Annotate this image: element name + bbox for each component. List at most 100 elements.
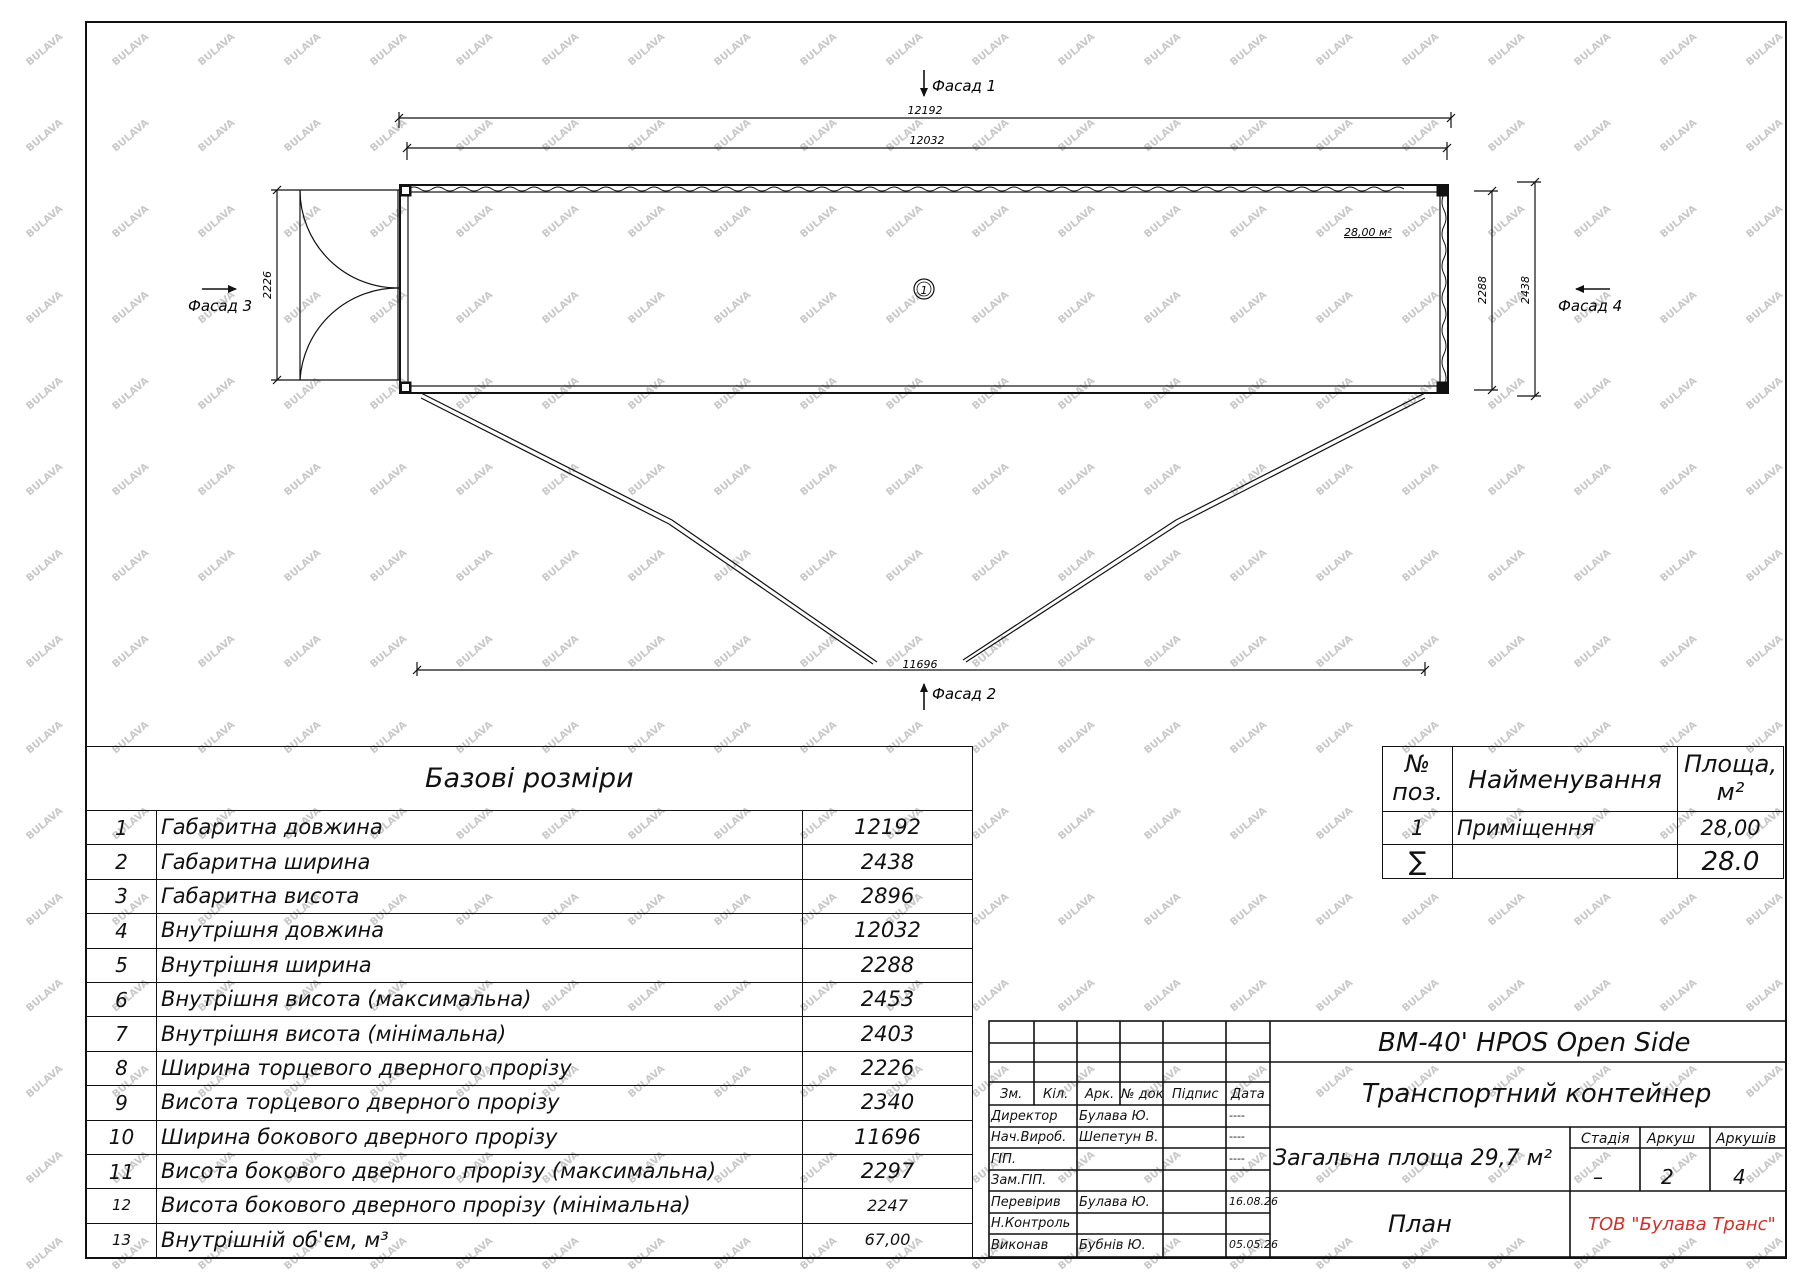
stamp-drawing-name: План — [1388, 1210, 1452, 1238]
row-number: 5 — [86, 947, 157, 983]
facade-2-label: Фасад 2 — [932, 685, 996, 703]
end-door-swing — [299, 189, 401, 381]
rooms-total-empty — [1452, 844, 1678, 879]
stamp-col-kil: Кіл. — [1043, 1087, 1069, 1102]
stamp-object: Транспортний контейнер — [1362, 1079, 1712, 1109]
stamp-col-doc: № док — [1121, 1087, 1164, 1102]
stamp-col-sign: Підпис — [1172, 1087, 1219, 1102]
room-marker-inner — [916, 281, 932, 297]
stamp-person-role: Директор — [991, 1109, 1058, 1124]
stamp-col-date: Дата — [1231, 1087, 1265, 1102]
room-area-label: 28,00 м² — [1344, 226, 1392, 239]
row-name: Висота торцевого дверного прорізу — [156, 1085, 803, 1121]
dimension-end-door — [271, 185, 300, 385]
room-area: 28,00 — [1677, 811, 1784, 845]
stamp-sheets-label: Аркушів — [1716, 1131, 1777, 1147]
dimension-inner-length — [402, 142, 1452, 160]
stamp-person-date: ---- — [1229, 1109, 1245, 1122]
facade-2-arrow — [920, 683, 928, 710]
stamp-person-date: ---- — [1229, 1130, 1245, 1143]
table-row-total: ∑ 28.0 — [1382, 844, 1784, 879]
row-name: Внутрішня ширина — [156, 947, 803, 983]
row-name: Внутрішній об'єм, м³ — [156, 1222, 803, 1259]
stamp-stage: – — [1593, 1165, 1603, 1189]
stamp-person-date: 05.05.26 — [1229, 1238, 1278, 1251]
row-number: 7 — [86, 1016, 157, 1052]
facade-1-label: Фасад 1 — [932, 77, 996, 95]
row-number: 9 — [86, 1085, 157, 1121]
row-value: 2247 — [801, 1188, 974, 1224]
title-block — [988, 1020, 1787, 1258]
row-value: 2340 — [801, 1085, 974, 1121]
room-name: Приміщення — [1452, 811, 1678, 845]
dimension-end-door-value: 2226 — [261, 271, 274, 299]
row-name: Габаритна висота — [156, 878, 803, 915]
facade-3-label: Фасад 3 — [188, 297, 252, 315]
stamp-person-role: Н.Контроль — [991, 1216, 1071, 1231]
stamp-company: ТОВ "Булава Транс" — [1588, 1214, 1776, 1235]
side-door-panels — [420, 392, 1426, 665]
dimension-overall-width — [1517, 177, 1541, 401]
stamp-person-role: Зам.ГІП. — [991, 1173, 1047, 1188]
stamp-person-role: ГІП. — [991, 1152, 1016, 1167]
rooms-header-name: Найменування — [1452, 746, 1678, 812]
stamp-person-name: Шепетун В. — [1079, 1130, 1159, 1145]
row-number: 1 — [86, 809, 157, 846]
stamp-person-role: Перевірив — [991, 1195, 1061, 1210]
rooms-total-area: 28.0 — [1677, 844, 1784, 879]
row-number: 8 — [86, 1050, 157, 1087]
row-value: 12032 — [801, 913, 974, 949]
facade-4-label: Фасад 4 — [1558, 297, 1622, 315]
rooms-header-area: Площа, м² — [1677, 746, 1784, 812]
stamp-person-name: Булава Ю. — [1079, 1195, 1150, 1210]
stamp-total-area: Загальна площа 29,7 м² — [1273, 1146, 1553, 1171]
row-number: 10 — [86, 1119, 157, 1155]
row-number: 12 — [86, 1188, 157, 1224]
stamp-person-date: ---- — [1229, 1152, 1245, 1165]
row-name: Внутрішня довжина — [156, 913, 803, 949]
stamp-sheet-label: Аркуш — [1647, 1131, 1696, 1147]
facade-3-arrow — [202, 285, 237, 293]
row-number: 3 — [86, 878, 157, 915]
dimension-inner-length-value: 12032 — [910, 134, 945, 147]
row-value: 67,00 — [801, 1222, 974, 1259]
stamp-sheet: 2 — [1661, 1165, 1674, 1189]
row-name: Габаритна довжина — [156, 809, 803, 846]
stamp-person-role: Виконав — [991, 1238, 1049, 1253]
dimension-inner-width-value: 2288 — [1476, 276, 1489, 304]
dimension-overall-length — [394, 112, 1456, 128]
row-name: Внутрішня висота (максимальна) — [156, 981, 803, 1018]
stamp-person-name: Бубнів Ю. — [1079, 1238, 1146, 1253]
row-number: 4 — [86, 913, 157, 949]
rooms-total-symbol: ∑ — [1382, 844, 1453, 879]
row-value: 2896 — [801, 878, 974, 915]
row-name: Ширина торцевого дверного прорізу — [156, 1050, 803, 1087]
row-number: 6 — [86, 981, 157, 1018]
dimension-inner-width — [1474, 186, 1498, 395]
room-pos: 1 — [1382, 811, 1453, 845]
row-value: 2453 — [801, 981, 974, 1018]
dimension-overall-width-value: 2438 — [1519, 276, 1532, 304]
stamp-project: BM-40' HPOS Open Side — [1378, 1028, 1691, 1058]
row-name: Ширина бокового дверного прорізу — [156, 1119, 803, 1155]
room-marker-number: 1 — [921, 284, 928, 297]
stamp-sheets: 4 — [1733, 1165, 1746, 1189]
row-value: 2438 — [801, 844, 974, 880]
stamp-person-name: Булава Ю. — [1079, 1109, 1150, 1124]
dimension-side-door — [412, 662, 1430, 676]
row-number: 11 — [86, 1153, 157, 1190]
rooms-table: № поз. Найменування Площа, м² 1 Приміщен… — [1382, 746, 1784, 879]
stamp-col-izm: Зм. — [1000, 1087, 1023, 1102]
row-value: 11696 — [801, 1119, 974, 1155]
